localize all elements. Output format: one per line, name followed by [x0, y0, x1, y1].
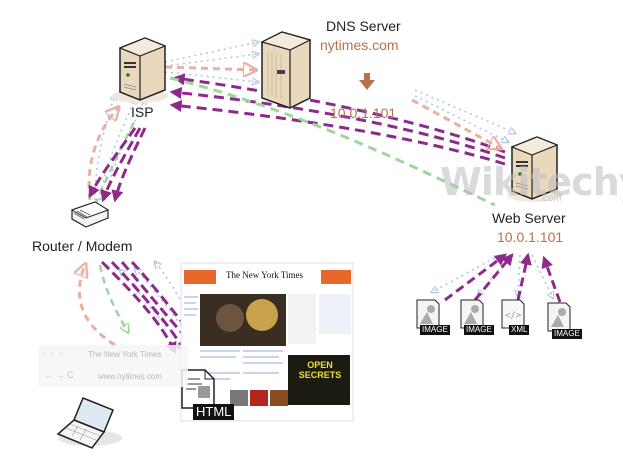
- browser-window: [38, 345, 188, 387]
- resource-label: IMAGE: [552, 329, 582, 339]
- dns-server-label: DNS Server: [326, 18, 401, 34]
- html-file-icon: [181, 369, 215, 409]
- response-line: [169, 100, 506, 166]
- dns-server-icon: [260, 31, 312, 109]
- ad-text: OPEN SECRETS: [298, 360, 342, 380]
- resource-image-icon: [416, 299, 440, 329]
- response-line: [541, 255, 562, 303]
- request-line: [164, 42, 258, 63]
- response-line: [516, 252, 532, 301]
- dns-resolve-arrow-icon: [359, 73, 375, 90]
- browser-nav-buttons: ← → C: [44, 370, 74, 380]
- resource-label: IMAGE: [420, 325, 450, 335]
- browser-url-bar: www.nytimes.com: [98, 372, 163, 381]
- dns-request-line: [79, 265, 116, 347]
- html-file-label: HTML: [193, 404, 235, 420]
- nyt-masthead: The New York Times: [226, 270, 304, 280]
- isp-server-icon: [112, 37, 168, 103]
- request-line: [164, 71, 258, 82]
- web-server-ip: 10.0.1.101: [497, 229, 564, 245]
- watermark: Wikitechy: [440, 160, 623, 204]
- response-line: [172, 73, 506, 154]
- request-line: [164, 54, 258, 67]
- response-line: [110, 260, 187, 355]
- resource-label: XML: [509, 325, 530, 335]
- router-isp-links: [87, 95, 147, 206]
- response-line: [444, 253, 507, 302]
- request-line: [478, 254, 511, 296]
- window-controls: ○ ○ ○: [42, 351, 64, 358]
- svg-text:</>: </>: [505, 311, 522, 321]
- response-line: [120, 261, 197, 349]
- request-line: [135, 268, 186, 331]
- ack-line: [169, 76, 496, 207]
- laptop-icon: [56, 397, 122, 449]
- webserver-isp-responses: [169, 73, 506, 207]
- web-server-label: Web Server: [492, 210, 566, 226]
- resource-label: IMAGE: [464, 325, 494, 335]
- isp-dns-requests: [164, 42, 258, 82]
- isp-webserver-requests: [411, 89, 515, 148]
- request-line: [411, 98, 500, 148]
- request-line: [414, 95, 508, 142]
- request-line: [531, 254, 553, 298]
- request-line: [414, 89, 515, 133]
- dns-resolved-ip: 10.0.1.101: [330, 105, 397, 121]
- router-label: Router / Modem: [32, 238, 133, 254]
- laptop-router-links: [79, 260, 200, 355]
- response-line: [100, 127, 142, 203]
- response-line: [111, 127, 147, 203]
- response-line: [473, 253, 514, 301]
- resource-image-icon: [547, 302, 571, 332]
- dns-request-line: [87, 108, 118, 201]
- dns-request-line: [164, 67, 255, 70]
- web-server-icon: [507, 136, 563, 202]
- request-line: [518, 254, 520, 296]
- response-line: [100, 260, 177, 355]
- request-line: [432, 254, 501, 292]
- ack-line: [98, 264, 128, 332]
- router-icon: [70, 201, 110, 228]
- browser-tab-title: The New York Times: [88, 350, 162, 359]
- response-line: [88, 127, 137, 199]
- dns-domain-label: nytimes.com: [320, 37, 399, 53]
- response-line: [169, 87, 506, 160]
- ack-line: [93, 119, 137, 206]
- resource-xml-icon: </>: [501, 299, 525, 329]
- webserver-resource-links: [432, 252, 562, 303]
- isp-label: ISP: [131, 104, 154, 120]
- watermark-sub: .com: [540, 193, 562, 204]
- resource-image-icon: [460, 299, 484, 329]
